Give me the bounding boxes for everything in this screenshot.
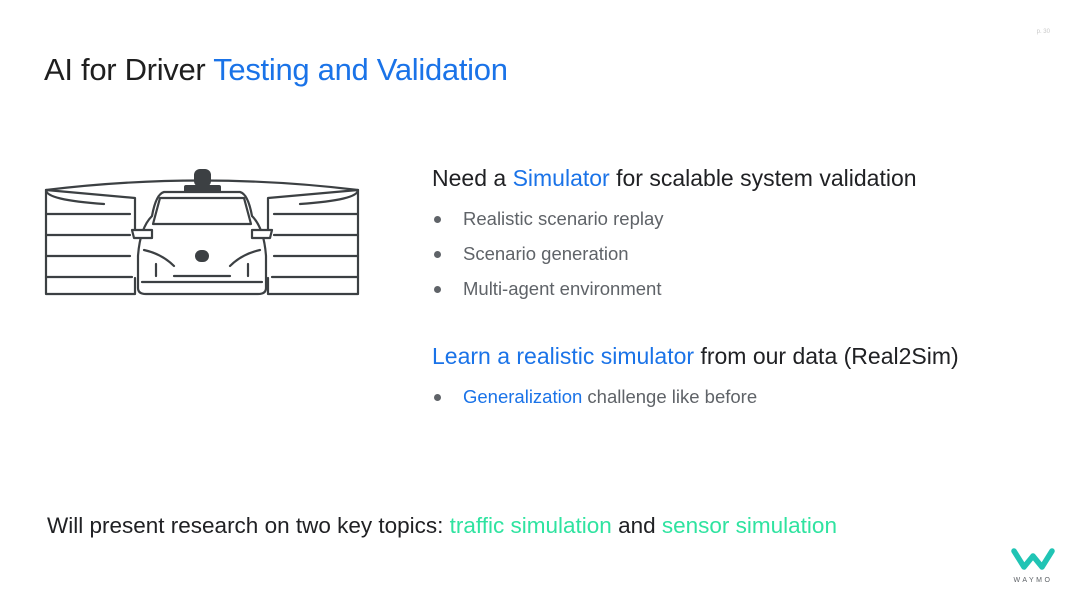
page-number: p. 30 (1036, 29, 1050, 35)
topic-sensor-simulation: sensor simulation (661, 513, 837, 538)
car-body (136, 190, 268, 296)
left-wall-panel (44, 188, 137, 296)
section2-highlight: Learn a realistic simulator (432, 343, 695, 369)
bullet-highlight: Generalization (463, 386, 583, 407)
waymo-wordmark: WAYMO (1013, 577, 1053, 584)
waymo-logo: WAYMO (1010, 548, 1056, 584)
topic-traffic-simulation: traffic simulation (449, 513, 612, 538)
list-item: Realistic scenario replay (432, 207, 664, 242)
section1-heading: Need a Simulator for scalable system val… (432, 165, 917, 191)
footer-statement: Will present research on two key topics:… (47, 513, 837, 538)
right-wall-panel (266, 188, 360, 296)
section2-heading: Learn a realistic simulator from our dat… (432, 343, 959, 369)
waymo-w-icon (1011, 548, 1055, 570)
headlight-left (142, 248, 176, 268)
windshield (151, 196, 253, 226)
list-item: Scenario generation (432, 242, 664, 277)
title-prefix: AI for Driver (44, 52, 214, 87)
headlight-right (228, 248, 262, 268)
title-highlight: Testing and Validation (213, 52, 508, 87)
list-item: Multi-agent environment (432, 277, 664, 312)
simulation-car-illustration (44, 168, 360, 309)
lidar-dome (194, 169, 211, 187)
section1-highlight: Simulator (512, 165, 610, 191)
slide-title: AI for Driver Testing and Validation (44, 52, 508, 88)
section1-bullet-list: Realistic scenario replay Scenario gener… (432, 207, 664, 312)
list-item: Generalization challenge like before (432, 385, 757, 420)
section2-bullet-list: Generalization challenge like before (432, 385, 757, 420)
car-sensor (195, 250, 209, 262)
